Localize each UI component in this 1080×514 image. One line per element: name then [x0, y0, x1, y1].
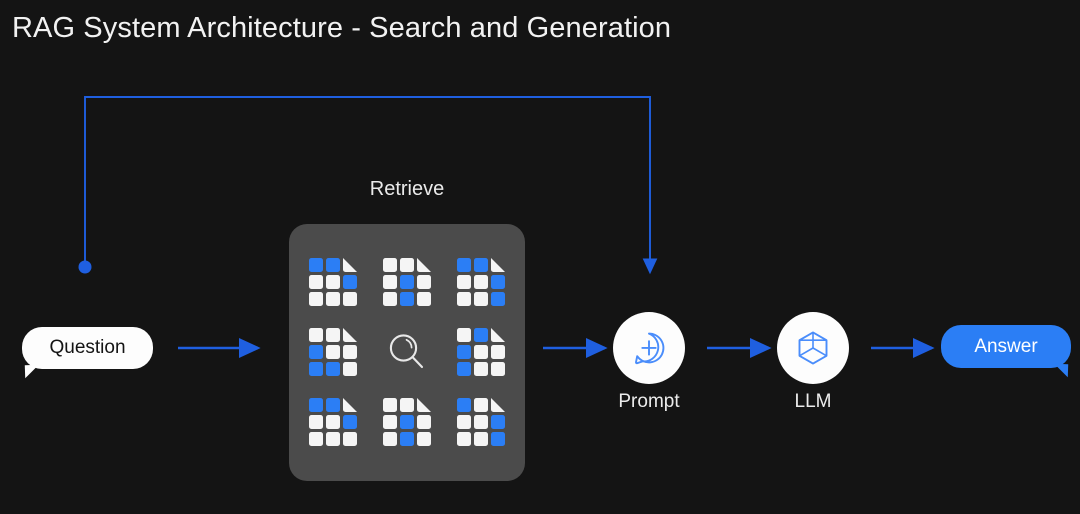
question-label: Question	[49, 336, 126, 358]
page-title: RAG System Architecture - Search and Gen…	[12, 12, 672, 44]
feedback-start-dot	[78, 260, 92, 274]
answer-bubble-tail	[1053, 363, 1069, 378]
prompt-circle	[613, 312, 685, 384]
document-icon-1[interactable]	[307, 256, 359, 308]
hexagon-cube-icon	[798, 331, 828, 365]
prompt-label: Prompt	[618, 391, 680, 412]
magnifier-icon[interactable]	[381, 326, 433, 378]
retrieve-label: Retrieve	[369, 178, 445, 200]
llm-label: LLM	[794, 391, 832, 412]
llm-circle	[777, 312, 849, 384]
chat-bubble-plus-icon	[635, 332, 665, 365]
document-icon-8[interactable]	[455, 396, 507, 448]
question-bubble-tail	[24, 364, 40, 379]
document-grid	[296, 247, 518, 457]
answer-bubble[interactable]: Answer	[941, 325, 1071, 378]
document-icon-5[interactable]	[455, 326, 507, 378]
document-icon-7[interactable]	[381, 396, 433, 448]
document-icon-4[interactable]	[307, 326, 359, 378]
document-icon-2[interactable]	[381, 256, 433, 308]
document-icon-6[interactable]	[307, 396, 359, 448]
prompt-node[interactable]: Prompt	[613, 312, 685, 412]
question-bubble[interactable]: Question	[22, 327, 153, 379]
answer-label: Answer	[974, 335, 1038, 357]
document-icon-3[interactable]	[455, 256, 507, 308]
llm-node[interactable]: LLM	[777, 312, 849, 412]
